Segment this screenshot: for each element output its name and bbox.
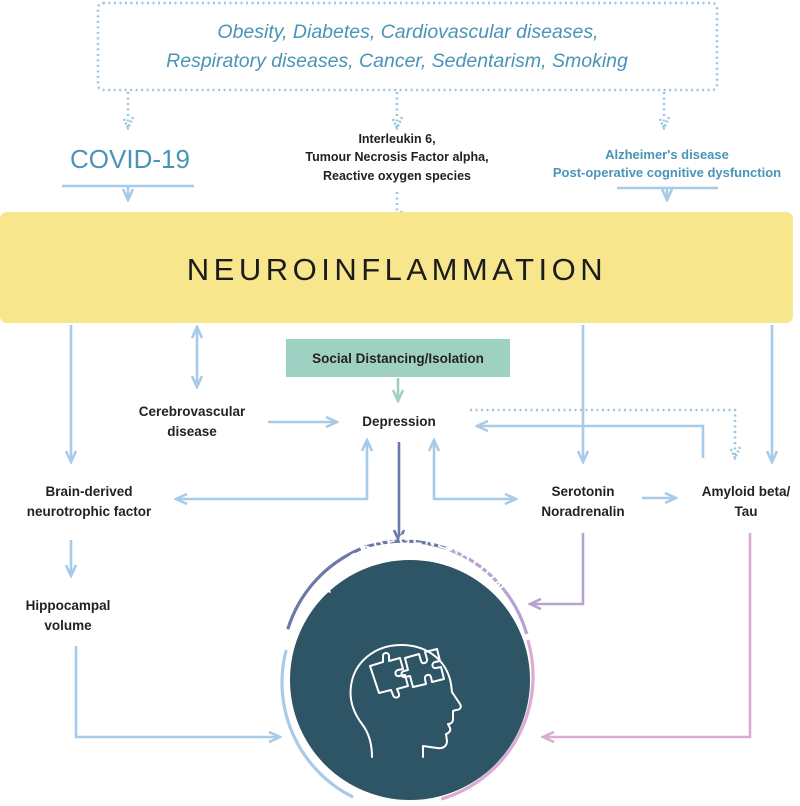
hippocampal-label: Hippocampal volume xyxy=(26,598,111,633)
ring-segment-navy xyxy=(286,547,362,630)
head-puzzle-icon xyxy=(349,644,462,758)
bdnf-label: Brain-derived neurotrophic factor xyxy=(27,484,152,519)
feedback-to-depression xyxy=(477,426,705,458)
serotonin-label: Serotonin Noradrenalin xyxy=(541,484,624,519)
risk-factors-box: Obesity, Diabetes, Cardiovascular diseas… xyxy=(96,1,719,92)
banner-title: NEUROINFLAMMATION xyxy=(187,252,607,287)
serotonin-neuro-arrow xyxy=(530,533,585,604)
amyloid-label: Amyloid beta/ Tau xyxy=(702,484,791,519)
alzheimers-label: Alzheimer's disease xyxy=(605,147,729,162)
amyloid-neuro-arrow xyxy=(543,533,752,737)
depression-serotonin-arrow xyxy=(434,440,516,499)
amyloid-line1: Amyloid beta/ xyxy=(702,484,791,499)
serotonin-line2: Noradrenalin xyxy=(541,504,624,519)
dotted-arrows-top xyxy=(128,92,664,128)
depression-label: Depression xyxy=(362,414,436,429)
dotted-amyloid-link xyxy=(470,408,735,458)
social-label: Social Distancing/Isolation xyxy=(312,351,484,366)
cerebrovascular-line2: disease xyxy=(167,424,217,439)
depression-bdnf-arrow xyxy=(176,440,367,499)
neuro-conditions-label: Alzheimer's disease Post-operative cogni… xyxy=(553,147,781,180)
social-distancing-box: Social Distancing/Isolation xyxy=(286,339,510,377)
cytokines-line3: Reactive oxygen species xyxy=(323,169,471,183)
pocd-label: Post-operative cognitive dysfunction xyxy=(553,165,781,180)
neurodegeneration-disc xyxy=(290,560,530,800)
cytokines-line1: Interleukin 6, xyxy=(358,132,435,146)
cytokines-line2: Tumour Necrosis Factor alpha, xyxy=(305,150,488,164)
hippocampal-line1: Hippocampal xyxy=(26,598,111,613)
neurodegeneration-circle: NEURODEGENERATION xyxy=(280,532,535,801)
bdnf-line2: neurotrophic factor xyxy=(27,504,152,519)
ring-segment-pink xyxy=(440,639,535,801)
covid-label: COVID-19 xyxy=(70,144,190,174)
serotonin-line1: Serotonin xyxy=(552,484,615,499)
ring-segment-blue xyxy=(280,649,354,799)
hippocampal-neuro-arrow xyxy=(74,646,280,737)
ring-segment-purple xyxy=(449,548,529,635)
risk-factors-line1: Obesity, Diabetes, Cardiovascular diseas… xyxy=(217,21,598,43)
banner-arrows xyxy=(71,325,772,462)
cerebrovascular-line1: Cerebrovascular xyxy=(139,404,246,419)
cerebrovascular-label: Cerebrovascular disease xyxy=(139,404,246,439)
cytokines-label: Interleukin 6, Tumour Necrosis Factor al… xyxy=(305,132,488,183)
covid-connector xyxy=(62,184,194,200)
risk-factors-line2: Respiratory diseases, Cancer, Sedentaris… xyxy=(166,50,628,72)
neuroinflammation-banner: NEUROINFLAMMATION xyxy=(0,212,793,323)
neuro-conditions-connector xyxy=(617,186,718,200)
bdnf-line1: Brain-derived xyxy=(45,484,132,499)
ring-segment-navy-top xyxy=(364,539,447,550)
amyloid-line2: Tau xyxy=(735,504,758,519)
hippocampal-line2: volume xyxy=(44,618,92,633)
